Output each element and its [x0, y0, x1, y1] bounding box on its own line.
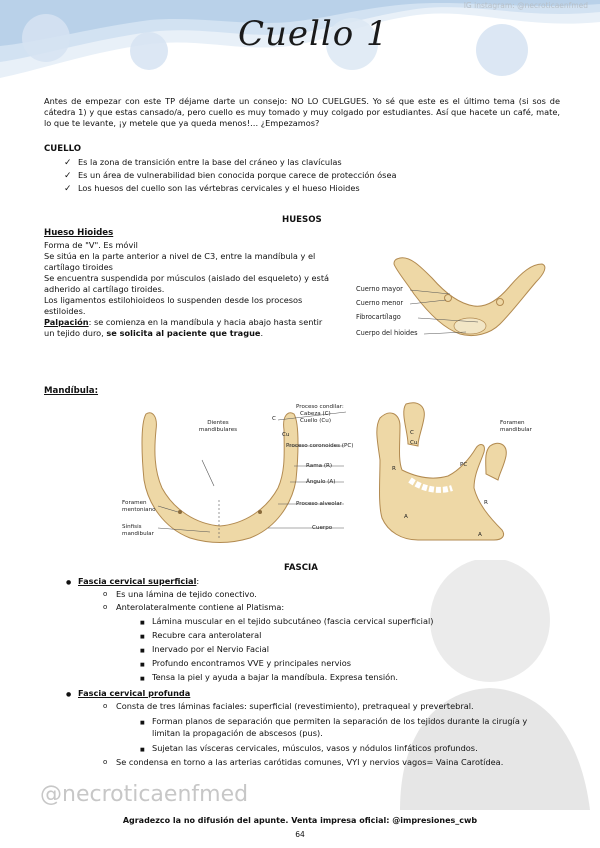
letter-cu: Cu	[410, 440, 418, 446]
list-item-continuation: limitan la propagación de abscesos (pus)…	[152, 728, 323, 738]
hioides-text: Forma de "V". Es móvil Se sitúa en la pa…	[44, 240, 330, 338]
label-cuerno-menor: Cuerno menor	[356, 299, 404, 307]
list-item: Profundo encontramos VVE y principales n…	[140, 658, 351, 671]
hyoid-illustration	[393, 257, 546, 337]
label-angulo: Ángulo (A)	[306, 479, 336, 485]
label-proceso-coronoides: Proceso coronoides (PC)	[286, 443, 354, 449]
label-foramen-mentoniano: Foramen mentoniano	[122, 500, 156, 513]
footer-note: Agradezco la no difusión del apunte. Ven…	[122, 816, 478, 825]
cuello-heading: CUELLO	[44, 144, 82, 154]
handle-watermark: @necroticaenfmed	[40, 782, 249, 807]
background-silhouette	[400, 560, 590, 810]
list-item: Sujetan las vísceras cervicales, músculo…	[140, 743, 478, 756]
label-proceso-alveolar: Proceso alveolar	[296, 501, 342, 507]
label-cuerpo: Cuerpo	[312, 525, 333, 531]
list-item: Es un área de vulnerabilidad bien conoci…	[64, 170, 397, 182]
letter-c: C	[410, 430, 414, 436]
label-cabeza: Cabeza (C)	[300, 411, 331, 417]
letter-r: R	[392, 466, 396, 472]
letter-r: R	[484, 500, 488, 506]
list-item: Fascia cervical profunda	[66, 688, 190, 700]
label-cuello: Cuello (Cu)	[300, 418, 332, 424]
list-item: Consta de tres láminas faciales: superfi…	[103, 701, 474, 712]
decor-circle	[22, 14, 70, 62]
hioides-heading: Hueso Hioides	[44, 228, 114, 238]
instagram-watermark: IG instagram: @necroticaenfmed	[463, 1, 588, 10]
label-cuerpo-hioides: Cuerpo del hioides	[356, 329, 418, 337]
letter-cu: Cu	[282, 432, 290, 438]
fascia-heading: FASCIA	[284, 563, 318, 573]
list-item: Es una lámina de tejido conectivo.	[103, 589, 257, 600]
label-proceso-condilar: Proceso condilar:	[296, 404, 344, 410]
label-foramen-mandibular: Foramen mandibular	[500, 420, 532, 433]
letter-a: A	[404, 514, 408, 520]
check-icon	[64, 170, 78, 182]
label-rama: Rama (R)	[306, 463, 333, 469]
letter-c: C	[272, 416, 276, 422]
label-dientes: Dientes mandibulares	[198, 420, 238, 433]
list-item: Los huesos del cuello son las vértebras …	[64, 183, 360, 195]
mandible-illustration	[141, 402, 507, 543]
check-icon	[64, 157, 78, 169]
list-item: Tensa la piel y ayuda a bajar la mandíbu…	[140, 672, 398, 685]
list-item: Lámina muscular en el tejido subcutáneo …	[140, 616, 433, 629]
mandibula-heading: Mandíbula:	[44, 386, 99, 396]
page-number: 64	[295, 830, 305, 839]
page-header: Cuello 1 IG instagram: @necroticaenfmed	[0, 0, 600, 88]
decor-circle	[326, 18, 378, 70]
intro-paragraph: Antes de empezar con este TP déjame dart…	[44, 96, 560, 128]
huesos-heading: HUESOS	[282, 215, 322, 225]
list-item: Es la zona de transición entre la base d…	[64, 157, 342, 169]
label-sinfisis: Sínfisis mandibular	[122, 524, 154, 537]
list-item: Inervado por el Nervio Facial	[140, 644, 269, 657]
list-item: Recubre cara anterolateral	[140, 630, 261, 643]
check-icon	[64, 183, 78, 195]
label-fibrocartilago: Fibrocartílago	[356, 313, 401, 321]
list-item: Anterolateralmente contiene al Platisma:	[103, 602, 284, 613]
letter-a: A	[478, 532, 482, 538]
decor-circle	[476, 24, 528, 76]
list-item: Forman planos de separación que permiten…	[140, 716, 527, 729]
letter-pc: PC	[460, 462, 468, 468]
list-item: Fascia cervical superficial:	[66, 576, 199, 588]
header-wave	[0, 0, 600, 78]
page-title: Cuello 1	[238, 14, 389, 54]
label-cuerno-mayor: Cuerno mayor	[356, 285, 403, 293]
decor-circle	[130, 32, 168, 70]
list-item: Se condensa en torno a las arterias caró…	[103, 757, 503, 768]
